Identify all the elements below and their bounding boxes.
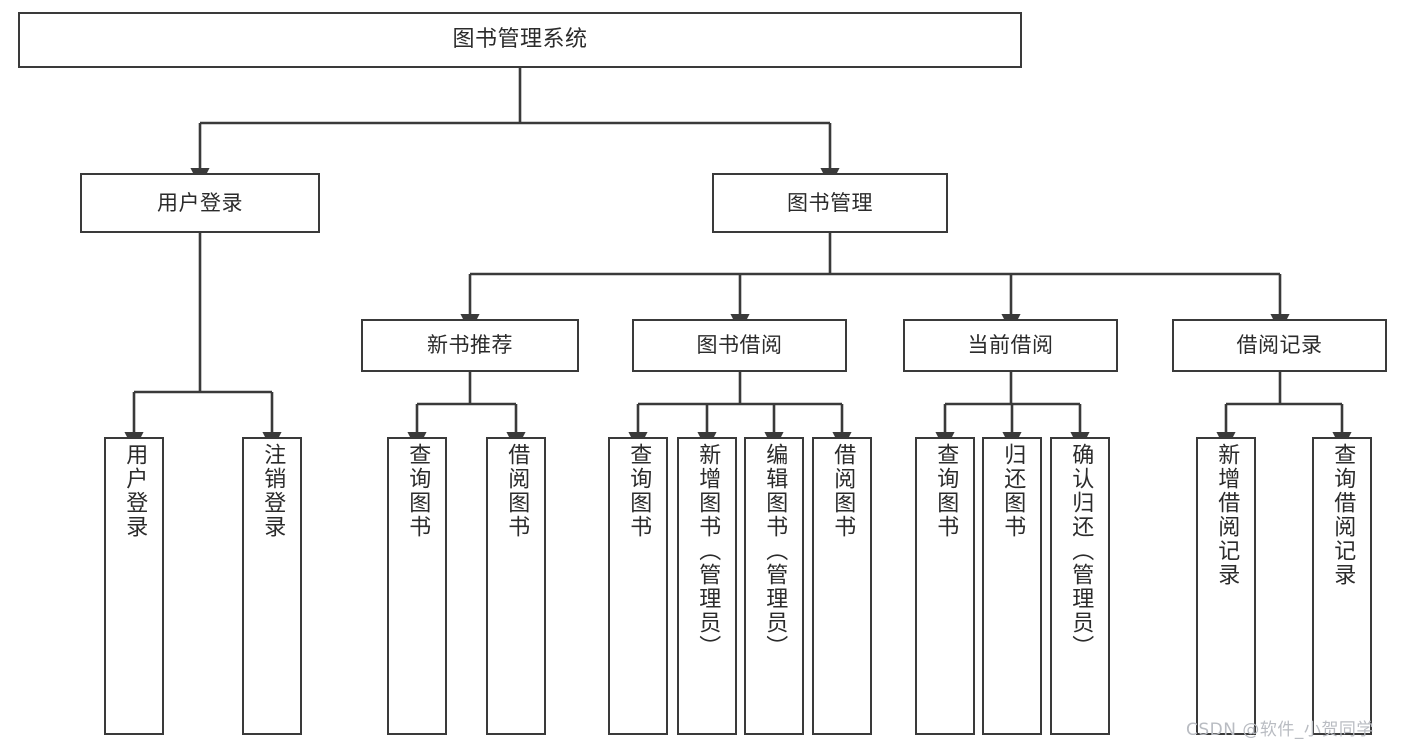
node-label-leaf-user-login: 用户登录 bbox=[122, 443, 148, 539]
node-label-user-login: 用户登录 bbox=[157, 190, 243, 215]
node-book-manage[interactable]: 图书管理 bbox=[712, 173, 948, 233]
node-leaf-query-3[interactable]: 查询图书 bbox=[915, 437, 975, 735]
node-label-leaf-edit-book: 编辑图书（管理员） bbox=[762, 443, 788, 659]
node-label-leaf-query-1: 查询图书 bbox=[405, 443, 431, 539]
node-user-login[interactable]: 用户登录 bbox=[80, 173, 320, 233]
node-leaf-edit-book[interactable]: 编辑图书（管理员） bbox=[744, 437, 804, 735]
node-leaf-borrow-2[interactable]: 借阅图书 bbox=[812, 437, 872, 735]
node-leaf-borrow-1[interactable]: 借阅图书 bbox=[486, 437, 546, 735]
node-current-borrow[interactable]: 当前借阅 bbox=[903, 319, 1118, 372]
node-label-leaf-query-3: 查询图书 bbox=[933, 443, 959, 539]
node-label-leaf-return: 归还图书 bbox=[1000, 443, 1026, 539]
node-root[interactable]: 图书管理系统 bbox=[18, 12, 1022, 68]
watermark-label: CSDN @软件_小贺同学 bbox=[1186, 720, 1374, 740]
node-leaf-confirm[interactable]: 确认归还（管理员） bbox=[1050, 437, 1110, 735]
node-book-borrow[interactable]: 图书借阅 bbox=[632, 319, 847, 372]
node-label-leaf-borrow-1: 借阅图书 bbox=[504, 443, 530, 539]
node-label-leaf-add-book: 新增图书（管理员） bbox=[695, 443, 721, 659]
node-leaf-return[interactable]: 归还图书 bbox=[982, 437, 1042, 735]
node-label-root: 图书管理系统 bbox=[452, 27, 588, 53]
node-label-book-manage: 图书管理 bbox=[787, 190, 873, 215]
node-label-leaf-logout: 注销登录 bbox=[260, 443, 286, 539]
node-leaf-query-rec[interactable]: 查询借阅记录 bbox=[1312, 437, 1372, 735]
node-label-current-borrow: 当前借阅 bbox=[967, 333, 1054, 358]
node-label-leaf-query-rec: 查询借阅记录 bbox=[1330, 443, 1356, 587]
node-label-book-borrow: 图书借阅 bbox=[696, 333, 783, 358]
node-borrow-record[interactable]: 借阅记录 bbox=[1172, 319, 1387, 372]
node-label-leaf-confirm: 确认归还（管理员） bbox=[1068, 443, 1094, 659]
node-label-leaf-add-rec: 新增借阅记录 bbox=[1214, 443, 1240, 587]
node-leaf-query-1[interactable]: 查询图书 bbox=[387, 437, 447, 735]
node-leaf-logout[interactable]: 注销登录 bbox=[242, 437, 302, 735]
node-label-new-book-rec: 新书推荐 bbox=[427, 333, 513, 358]
node-label-borrow-record: 借阅记录 bbox=[1236, 333, 1323, 358]
node-leaf-user-login[interactable]: 用户登录 bbox=[104, 437, 164, 735]
node-leaf-add-rec[interactable]: 新增借阅记录 bbox=[1196, 437, 1256, 735]
node-label-leaf-borrow-2: 借阅图书 bbox=[830, 443, 856, 539]
node-label-leaf-query-2: 查询图书 bbox=[626, 443, 652, 539]
node-new-book-rec[interactable]: 新书推荐 bbox=[361, 319, 579, 372]
node-leaf-add-book[interactable]: 新增图书（管理员） bbox=[677, 437, 737, 735]
node-leaf-query-2[interactable]: 查询图书 bbox=[608, 437, 668, 735]
